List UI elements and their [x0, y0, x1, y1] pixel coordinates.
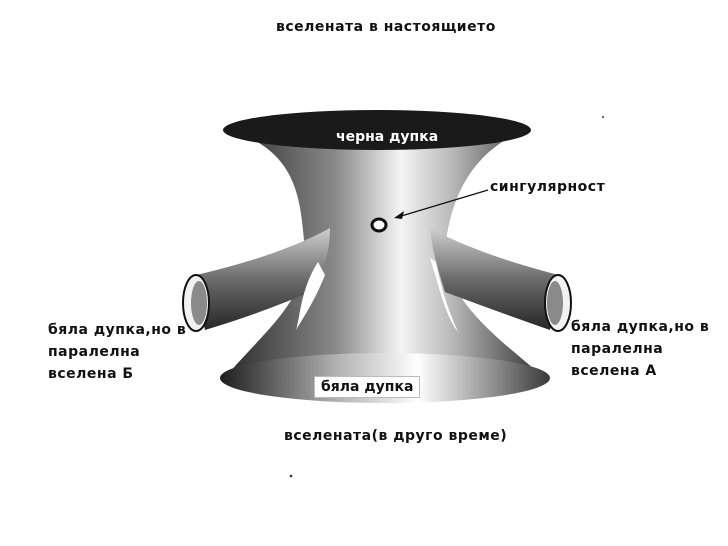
white-hole-label: бяла дупка — [314, 376, 421, 398]
bottom-label: вселената(в друго време) — [284, 428, 508, 444]
left-label-line-1: бяла дупка,но в — [48, 322, 187, 338]
left-label-line-2: паралелна — [48, 344, 141, 360]
right-tube — [430, 228, 562, 330]
left-label: бяла дупка,но в паралелна вселена Б — [48, 319, 186, 385]
right-label: бяла дупка,но в паралелна вселена А — [571, 316, 709, 382]
right-label-line-3: вселена А — [571, 363, 657, 379]
singularity-arrow — [397, 189, 489, 218]
singularity-label: сингулярност — [490, 179, 606, 195]
wormhole-body — [224, 128, 545, 378]
diagram-title: вселената в настоящието — [276, 19, 496, 35]
left-tube — [192, 228, 330, 330]
black-hole-label: черна дупка — [330, 127, 445, 147]
left-label-line-3: вселена Б — [48, 366, 134, 382]
right-label-line-2: паралелна — [571, 341, 664, 357]
singularity-ring — [370, 217, 388, 233]
right-label-line-1: бяла дупка,но в — [571, 319, 710, 335]
